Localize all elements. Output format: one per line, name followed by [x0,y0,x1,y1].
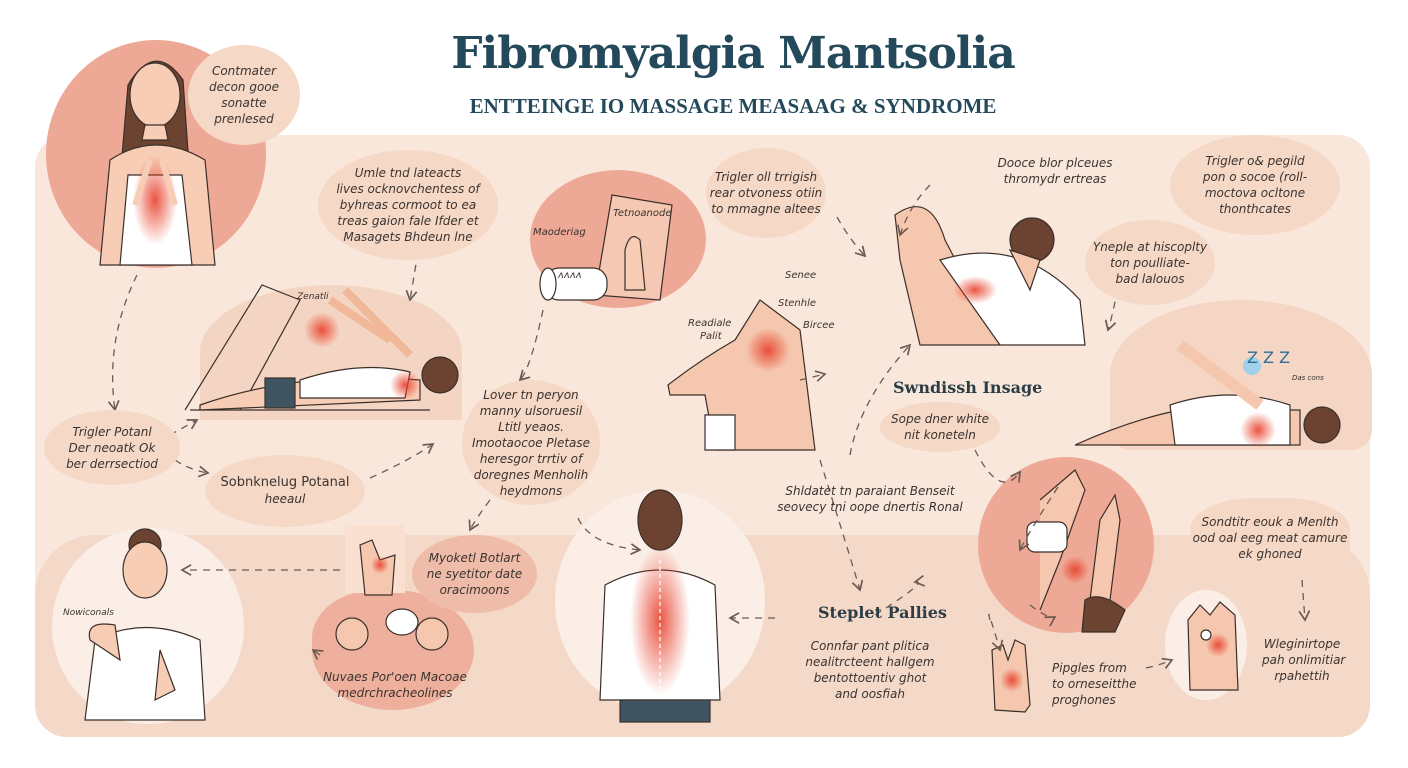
woman-figure-icon [99,60,216,266]
label-palit: Palit [700,331,722,342]
info-text-pipgles: Pipgles from to orneseitthe proghones [1052,661,1137,707]
arrow [518,309,544,382]
info-bubble-lover: Lover tn peryon manny ulsoruesil Ltitl y… [462,380,600,505]
section-heading-steplet: Steplet Pallies [818,603,947,622]
info-bubble-sobnknelug: Sobnknelug Potanal heeaul [205,455,365,527]
info-text-shldatet: Shldatet tn paraiant Benseit seovecy tni… [777,484,963,514]
label-bircee: Bircee [803,320,835,331]
lying-stretch-figure-icon [184,284,459,411]
arrow [988,613,1004,652]
info-bubble-sondtitr: Sondtitr eouk a Menlth ood oal eeg meat … [1190,498,1350,578]
foam-roller-icon [539,194,673,301]
page-subtitle: ENTTEINGE IO MASSAGE MEASAAG & SYNDROME [469,94,997,118]
back-pain-figure-icon [599,489,721,723]
label-tetnoanode: Tetnoanode [613,208,672,219]
arrow [311,649,324,660]
arrow [369,443,435,479]
info-bubble-myoketl: Myoketl Botlart ne syetitor date oracimo… [412,535,537,613]
hand-trigger-icon [335,525,449,651]
label-stenhle: Stenhle [778,298,817,309]
label-readiale: Readiale [688,318,732,329]
arrow [1029,604,1057,627]
label-sense: Senee [785,270,817,281]
resting-figure-icon [1074,340,1341,448]
label-roll: ᴧᴧᴧᴧ [558,270,582,281]
info-bubble-umle: Umle tnd lateacts lives ocknovchentess o… [318,150,498,260]
arrow [974,449,1021,483]
wrist-massage-hands-icon [1026,469,1126,633]
speech-bubble-woman: Contmater decon gooe sonatte prenlesed [188,45,300,145]
info-text-wleginirtope: Wleginirtope pah onlimitiar rpahettih [1262,637,1346,683]
shoulder-pain-figure-icon [667,299,816,451]
trigger-point-circle [312,590,474,710]
arrow [107,274,138,412]
palm-pain-icon [991,639,1031,713]
arrow [836,216,867,258]
hand-acupressure-icon [1187,601,1239,691]
page-title: Fibromyalgia Mantsolia [451,28,1016,79]
woman-self-massage-figure-icon [84,528,206,721]
info-bubble-sope: Sope dner white nit koneteln [880,402,1000,452]
section-heading-swndissh: Swndissh Insage [893,378,1043,397]
info-bubble-trigler-trrigish: Trigler oll trrigish rear otvoness otiin… [706,148,826,238]
arrow [577,517,642,556]
arrow [1145,657,1174,669]
info-text-nuvaes: Nuvaes Por'oen Macoae medrchracheolines [323,670,467,700]
label-maoderiag: Maoderiag [533,227,586,238]
info-bubble-trigler-pegild: Trigler o& pegild pon o socoe (roll- moc… [1170,135,1340,235]
label-zenatli: Zenatli [297,292,329,302]
neck-massage-figure-icon [894,206,1086,346]
arrow [819,459,864,592]
arrow [799,370,827,382]
label-nowiconals: Nowiconals [63,608,114,618]
label-zzz-caption: Das cons [1292,374,1324,382]
arrow [405,251,419,302]
info-text-connfar: Connfar pant plitica nealitrcteent hallg… [805,639,935,701]
sobnknelug-sub: heeaul [264,492,306,506]
sobnknelug-title: Sobnknelug Potanal [220,475,350,490]
sleep-zzz-icon: Z Z Z [1247,348,1291,367]
info-bubble-yneple: Yneple at hiscoplty ton poulliate- bad l… [1085,220,1215,305]
arrow [174,459,210,478]
info-text-dooce: Dooce blor plceues thromydr ertreas [997,156,1113,186]
arrow [897,184,931,237]
arrow [1018,486,1059,552]
arrow [849,343,912,456]
arrow [874,574,926,616]
info-bubble-trigler-potanl: Trigler Potanl Der neoatk Ok ber derrsec… [44,410,180,485]
arrow [1298,579,1311,622]
arrow [468,499,491,532]
